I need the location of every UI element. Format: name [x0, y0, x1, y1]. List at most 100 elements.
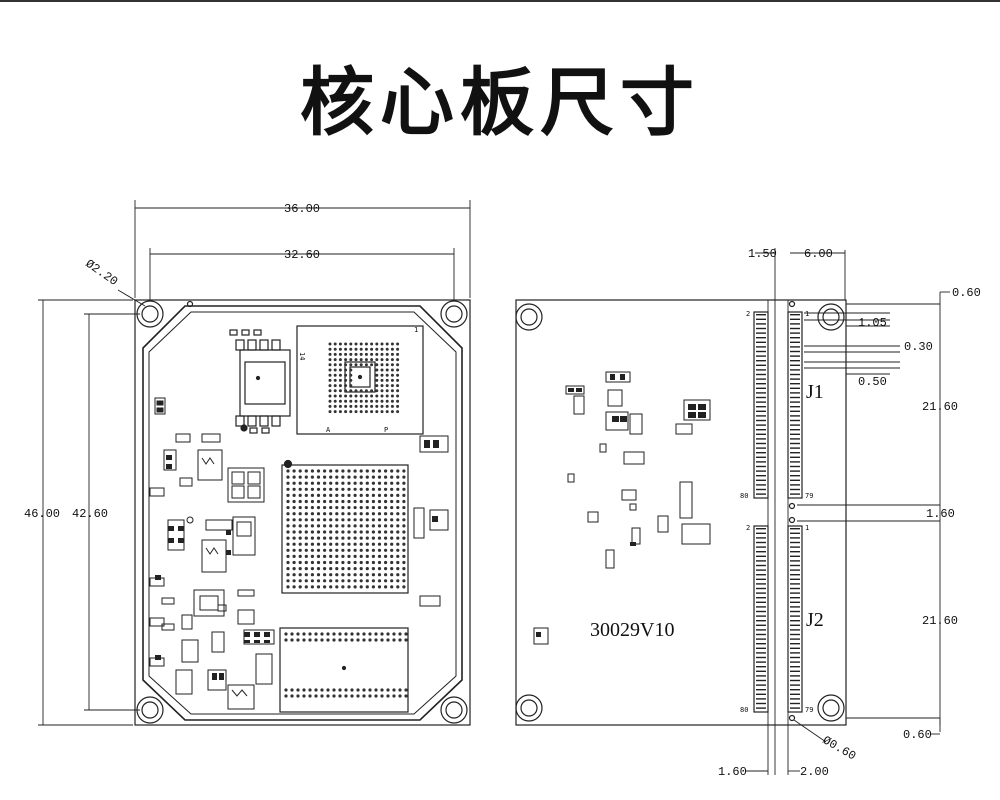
solder-ball	[338, 347, 342, 351]
solder-ball	[344, 358, 348, 362]
connector-pad	[790, 438, 800, 440]
connector-pad	[756, 337, 766, 339]
solder-ball	[359, 567, 363, 571]
connector-pad	[756, 555, 766, 557]
solder-ball	[320, 694, 324, 698]
solder-ball	[390, 499, 394, 504]
solder-ball	[365, 567, 369, 571]
front-dim-46: 46.00	[24, 507, 60, 521]
connector-pad	[756, 569, 766, 571]
solder-ball	[402, 487, 406, 491]
connector-pad	[790, 656, 800, 659]
solder-ball	[304, 542, 308, 546]
solder-ball	[347, 469, 351, 473]
solder-ball	[286, 493, 290, 497]
connector-pad	[790, 597, 800, 599]
connector-pad	[756, 675, 766, 677]
connector-pad	[790, 615, 800, 617]
solder-ball	[353, 524, 357, 528]
solder-ball	[286, 573, 290, 577]
solder-ball	[384, 542, 388, 546]
solder-ball	[338, 389, 342, 393]
connector-pad	[756, 318, 766, 320]
solder-ball	[396, 567, 400, 571]
solder-ball	[329, 554, 333, 559]
j2-pin-bottom-left: 80	[740, 706, 748, 714]
solder-ball	[359, 542, 363, 546]
solder-ball	[286, 536, 290, 540]
solder-ball	[359, 518, 363, 522]
solder-ball	[396, 368, 400, 372]
solder-ball	[323, 481, 327, 485]
solder-ball	[332, 688, 336, 692]
solder-ball	[304, 530, 308, 534]
solder-ball	[298, 499, 302, 504]
solder-ball	[333, 404, 337, 408]
connector-pad	[790, 551, 800, 553]
solder-ball	[316, 481, 321, 485]
connector-pad	[790, 360, 800, 362]
solder-ball	[338, 399, 342, 403]
front-components	[149, 397, 449, 710]
solder-ball	[359, 475, 363, 479]
solder-ball	[396, 512, 400, 516]
solder-ball	[384, 506, 388, 510]
solder-ball	[296, 638, 300, 642]
solder-ball	[354, 352, 358, 356]
solder-ball	[316, 475, 321, 479]
back-board-outline	[515, 299, 847, 726]
connector-pad	[756, 610, 766, 613]
solder-ball	[359, 487, 363, 491]
solder-ball	[292, 481, 296, 485]
solder-ball	[326, 632, 330, 636]
solder-ball	[377, 493, 382, 497]
solder-ball	[402, 475, 406, 479]
solder-ball	[386, 638, 390, 642]
solder-ball	[390, 573, 394, 577]
solder-ball	[396, 363, 400, 367]
solder-ball	[390, 518, 394, 522]
solder-ball	[328, 352, 332, 356]
solder-ball	[310, 585, 314, 589]
solder-ball	[354, 347, 358, 351]
connector-pad	[756, 592, 766, 594]
solder-ball	[310, 524, 314, 528]
connector-pad	[790, 546, 800, 548]
solder-ball	[404, 688, 408, 692]
solder-ball	[286, 554, 290, 559]
solder-ball	[390, 585, 394, 589]
connector-pad	[790, 429, 800, 431]
solder-ball	[323, 493, 327, 497]
solder-ball	[310, 530, 314, 534]
connector-pad	[790, 624, 800, 626]
solder-ball	[302, 694, 306, 698]
connector-pad	[756, 583, 766, 585]
solder-ball	[316, 567, 321, 571]
connector-pad	[790, 419, 800, 422]
solder-ball	[402, 579, 406, 583]
solder-ball	[310, 548, 314, 552]
connector-pad	[790, 555, 800, 557]
back-dim-edge-bottom: 0.60	[903, 728, 932, 742]
solder-ball	[304, 554, 308, 559]
connector-pad	[790, 396, 800, 399]
back-dim-bottom-right: 2.00	[800, 765, 829, 779]
connector-pad	[790, 424, 800, 426]
solder-ball	[370, 363, 374, 367]
solder-ball	[354, 363, 358, 367]
solder-ball	[375, 384, 379, 388]
solder-ball	[390, 554, 394, 559]
solder-ball	[359, 548, 363, 552]
solder-ball	[304, 585, 308, 589]
solder-ball	[292, 573, 296, 577]
solder-ball	[384, 524, 388, 528]
solder-ball	[374, 638, 378, 642]
solder-ball	[316, 469, 321, 473]
back-mount-holes	[515, 303, 845, 722]
solder-ball	[386, 694, 390, 698]
solder-ball	[377, 554, 382, 559]
connector-pad	[790, 475, 800, 477]
solder-ball	[347, 512, 351, 516]
solder-ball	[310, 554, 314, 559]
